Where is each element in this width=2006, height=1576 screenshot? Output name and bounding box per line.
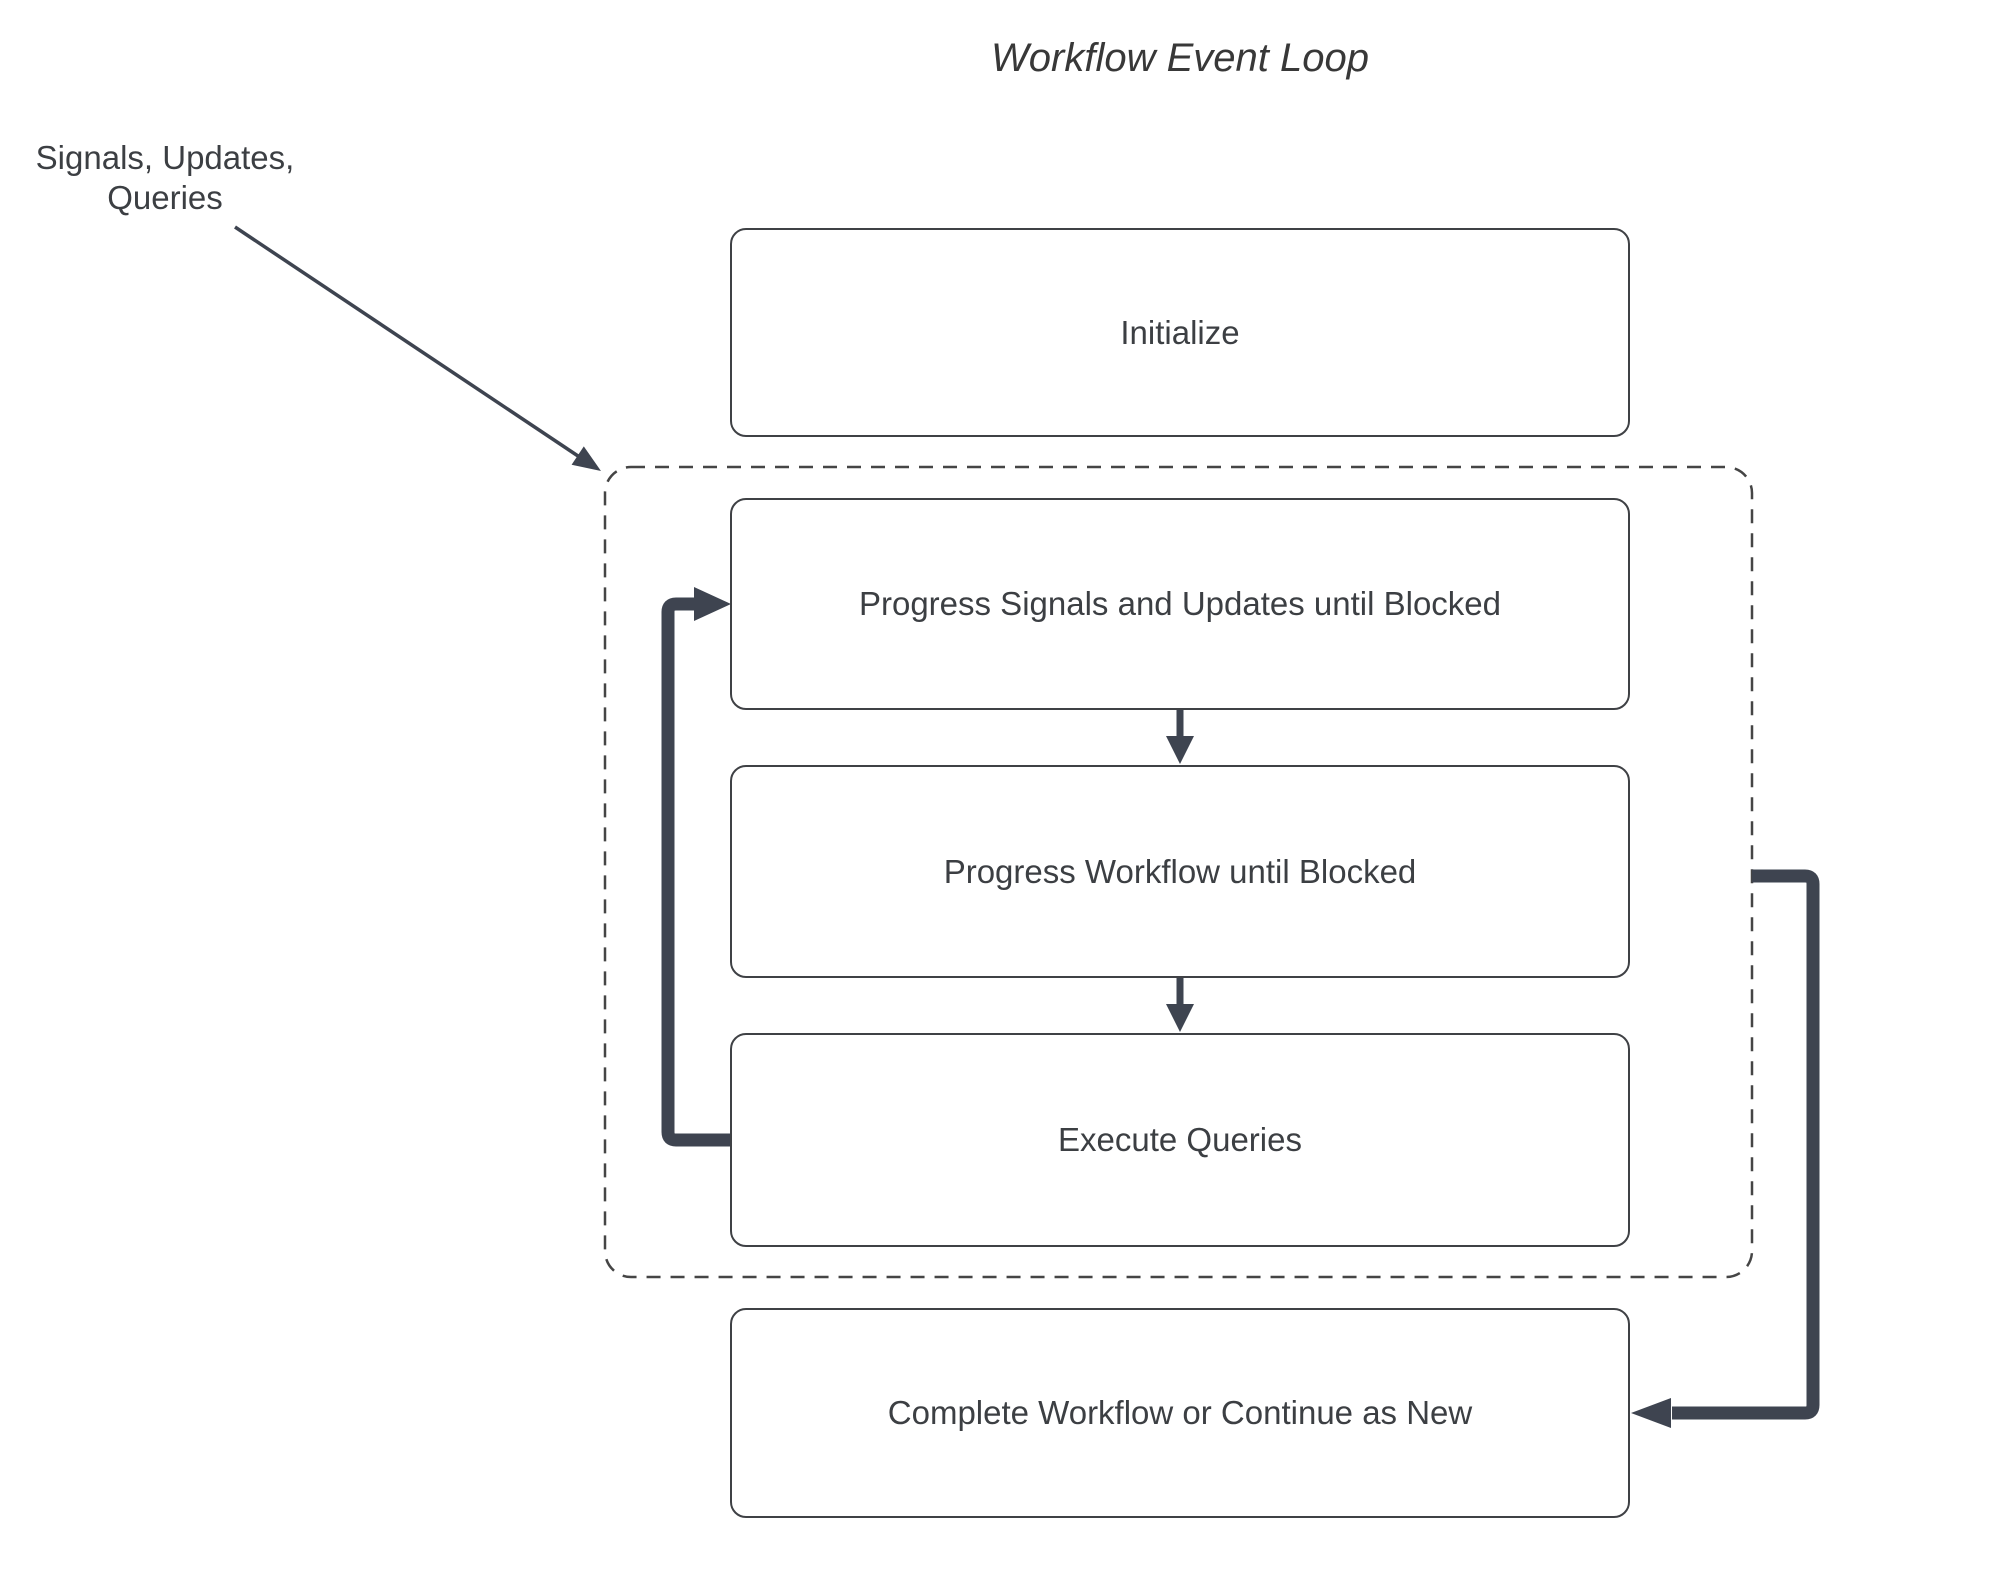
node-initialize: Initialize bbox=[730, 228, 1630, 437]
input-arrow bbox=[234, 225, 601, 471]
arrow-workflow-to-queries bbox=[1166, 978, 1194, 1032]
loopback-arrow bbox=[661, 587, 731, 1147]
node-execute-queries: Execute Queries bbox=[730, 1033, 1630, 1247]
node-progress-signals-updates: Progress Signals and Updates until Block… bbox=[730, 498, 1630, 710]
diagram-title: Workflow Event Loop bbox=[991, 36, 1369, 80]
node-initialize-label: Initialize bbox=[1120, 313, 1240, 351]
node-progress-signals-updates-label: Progress Signals and Updates until Block… bbox=[858, 585, 1502, 622]
node-progress-workflow: Progress Workflow until Blocked bbox=[730, 765, 1630, 978]
exit-arrow bbox=[1631, 869, 1820, 1428]
node-progress-workflow-label: Progress Workflow until Blocked bbox=[943, 852, 1417, 890]
arrow-signals-to-workflow bbox=[1166, 710, 1194, 764]
node-execute-queries-label: Execute Queries bbox=[1058, 1121, 1302, 1158]
node-complete-workflow-label: Complete Workflow or Continue as New bbox=[887, 1394, 1473, 1431]
external-input-label: Signals, Updates, Queries bbox=[35, 139, 295, 217]
node-complete-workflow: Complete Workflow or Continue as New bbox=[730, 1308, 1630, 1518]
